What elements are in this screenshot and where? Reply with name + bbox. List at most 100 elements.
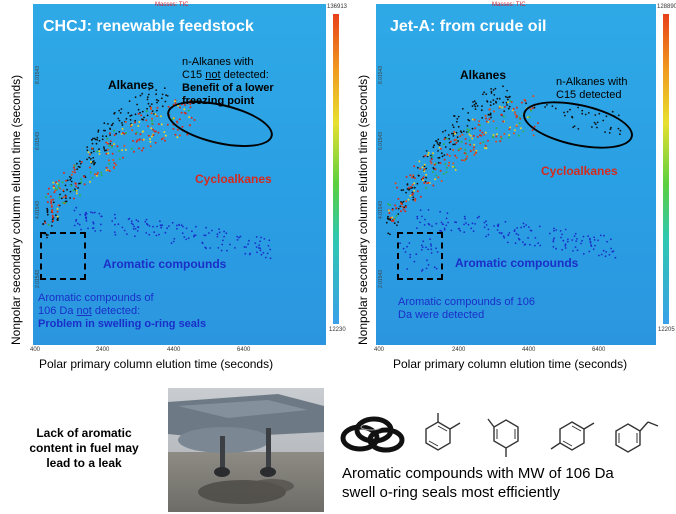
chromatogram-spot (456, 118, 459, 120)
chromatogram-spot (183, 236, 186, 239)
chromatogram-spot (72, 166, 75, 169)
chromatogram-spot (444, 129, 447, 132)
chromatogram-spot (100, 223, 102, 226)
left-xtick: 2400 (96, 347, 110, 353)
chromatogram-spot (473, 100, 476, 103)
chromatogram-spot (218, 228, 220, 231)
chromatogram-spot (92, 211, 94, 214)
chromatogram-spot (108, 132, 111, 135)
chromatogram-spot (413, 189, 416, 192)
chromatogram-spot (154, 130, 157, 133)
chromatogram-spot (46, 201, 49, 204)
chromatogram-spot (80, 228, 82, 231)
chromatogram-spot (77, 187, 79, 189)
chromatogram-spot (226, 249, 228, 252)
chromatogram-spot (137, 220, 140, 223)
chromatogram-spot (156, 101, 158, 104)
chromatogram-spot (114, 217, 117, 220)
chromatogram-spot (52, 185, 55, 188)
chromatogram-spot (86, 158, 88, 161)
chromatogram-spot (155, 89, 158, 91)
chromatogram-spot (462, 130, 465, 133)
chromatogram-spot (185, 227, 188, 230)
chromatogram-spot (89, 166, 91, 169)
chromatogram-spot (584, 113, 587, 116)
chromatogram-spot (91, 142, 94, 145)
chromatogram-spot (76, 168, 79, 171)
chromatogram-spot (395, 207, 398, 209)
chromatogram-spot (389, 233, 391, 236)
right-masses-label: Masses: TIC (492, 2, 526, 8)
chromatogram-spot (84, 176, 87, 179)
chromatogram-spot (453, 130, 456, 133)
chromatogram-spot (173, 237, 176, 240)
chromatogram-spot (43, 220, 46, 223)
chromatogram-spot (527, 226, 530, 229)
chromatogram-spot (427, 248, 430, 251)
chromatogram-spot (172, 127, 175, 130)
chromatogram-spot (151, 119, 153, 122)
chromatogram-spot (236, 235, 239, 238)
chromatogram-spot (108, 170, 111, 172)
chromatogram-spot (593, 236, 595, 239)
chromatogram-spot (89, 171, 92, 174)
chromatogram-spot (561, 233, 563, 236)
chromatogram-spot (47, 234, 49, 236)
chromatogram-spot (136, 103, 139, 106)
chromatogram-spot (178, 118, 181, 121)
chromatogram-spot (571, 239, 573, 241)
chromatogram-spot (460, 140, 463, 143)
chromatogram-spot (420, 249, 423, 251)
chromatogram-spot (134, 96, 137, 99)
chromatogram-spot (425, 246, 427, 249)
chromatogram-spot (426, 182, 429, 185)
chromatogram-spot (188, 116, 191, 119)
chromatogram-spot (45, 196, 47, 199)
chromatogram-spot (498, 97, 501, 100)
chromatogram-spot (517, 233, 520, 236)
chromatogram-spot (464, 142, 467, 145)
chromatogram-spot (419, 209, 422, 212)
chromatogram-spot (432, 152, 434, 155)
chromatogram-spot (268, 239, 271, 242)
chromatogram-spot (421, 246, 424, 249)
chromatogram-spot (526, 116, 529, 119)
chromatogram-spot (553, 237, 555, 240)
chromatogram-spot (523, 225, 526, 228)
chromatogram-spot (452, 162, 455, 165)
chromatogram-spot (147, 102, 150, 105)
chromatogram-spot (130, 147, 133, 150)
chromatogram-spot (534, 244, 536, 247)
left-alkanes-label: Alkanes (108, 78, 155, 92)
chromatogram-spot (123, 132, 126, 135)
chromatogram-spot (397, 213, 400, 215)
chromatogram-spot (582, 253, 585, 255)
right-xtick: 4400 (522, 347, 536, 353)
chromatogram-spot (103, 148, 106, 150)
chromatogram-spot (447, 221, 449, 224)
chromatogram-spot (85, 219, 88, 222)
chromatogram-spot (518, 122, 521, 125)
chromatogram-spot (610, 126, 612, 129)
chromatogram-spot (575, 240, 578, 243)
chromatogram-spot (457, 227, 460, 230)
chromatogram-spot (87, 227, 89, 230)
chromatogram-spot (471, 137, 474, 140)
chromatogram-spot (619, 129, 622, 132)
chromatogram-spot (423, 224, 426, 226)
chromatogram-spot (397, 207, 400, 210)
chromatogram-spot (96, 174, 98, 177)
chromatogram-spot (561, 248, 563, 251)
chromatogram-spot (146, 96, 149, 99)
chromatogram-spot (182, 97, 185, 99)
chromatogram-spot (55, 181, 57, 184)
chromatogram-spot (187, 237, 190, 240)
chromatogram-spot (413, 260, 416, 263)
left-cycloalkanes-label: Cycloalkanes (195, 172, 272, 186)
chromatogram-spot (263, 238, 266, 240)
chromatogram-spot (166, 95, 169, 97)
chromatogram-spot (507, 98, 509, 101)
chromatogram-spot (602, 119, 605, 122)
chromatogram-spot (457, 115, 460, 118)
right-ytick: 6.01543 (378, 131, 384, 150)
